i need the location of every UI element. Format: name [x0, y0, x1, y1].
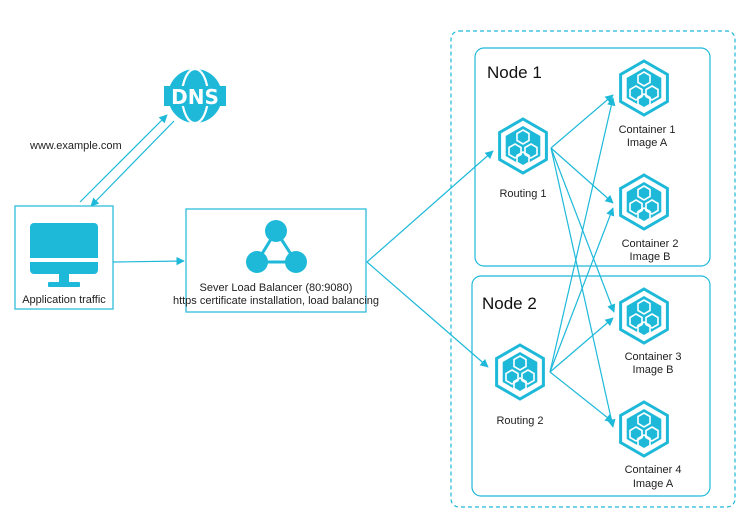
container-3-icon [619, 287, 669, 345]
routing-2-to-container-4 [549, 371, 614, 423]
node-2-box [471, 275, 711, 497]
container-2-icon [619, 173, 669, 231]
container-3-image: Image B [632, 364, 674, 376]
container-4-icon [619, 400, 669, 458]
node-1-title: Node 1 [487, 63, 542, 82]
dns-query-label: www.example.com [30, 140, 122, 152]
routing-2-to-container-2 [549, 207, 615, 373]
container-3-name: Container 3 [624, 351, 682, 363]
container-4-image: Image A [632, 478, 674, 490]
container-2-name: Container 2 [621, 238, 679, 250]
container-1-image: Image A [626, 137, 668, 149]
container-4-name: Container 4 [624, 464, 682, 476]
node-1-box [474, 47, 711, 267]
dns-globe-icon: DNS [164, 67, 226, 125]
dns-request-arrow [79, 114, 168, 203]
routing-2-to-container-3 [549, 317, 614, 373]
client-to-slb-arrow [112, 256, 185, 266]
dns-response-arrow [90, 120, 175, 207]
routing-2-to-container-1 [549, 97, 616, 373]
dns-icon-text: DNS [171, 85, 219, 109]
node-2-title: Node 2 [482, 294, 537, 313]
container-2-image: Image B [629, 251, 671, 263]
routing-2-label: Routing 2 [496, 415, 544, 427]
routing-1-to-container-1 [550, 94, 614, 149]
slb-box [185, 208, 367, 313]
client-label: Application traffic [22, 294, 106, 306]
routing-1-icon [498, 117, 548, 175]
slb-to-routing-1-arrow [366, 150, 494, 263]
load-balancer-icon [246, 220, 307, 273]
slb-title: Sever Load Balancer (80:9080) [199, 282, 353, 294]
routing-1-to-container-2 [550, 147, 614, 204]
routing-2-icon [495, 343, 545, 401]
slb-subtitle: https certificate installation, load bal… [172, 295, 380, 307]
client-box [14, 205, 114, 310]
slb-to-routing-2-arrow [366, 261, 489, 368]
routing-1-label: Routing 1 [499, 188, 547, 200]
monitor-icon [30, 223, 98, 287]
container-1-name: Container 1 [618, 124, 676, 136]
cluster-boundary [450, 30, 736, 508]
container-1-icon [619, 59, 669, 117]
